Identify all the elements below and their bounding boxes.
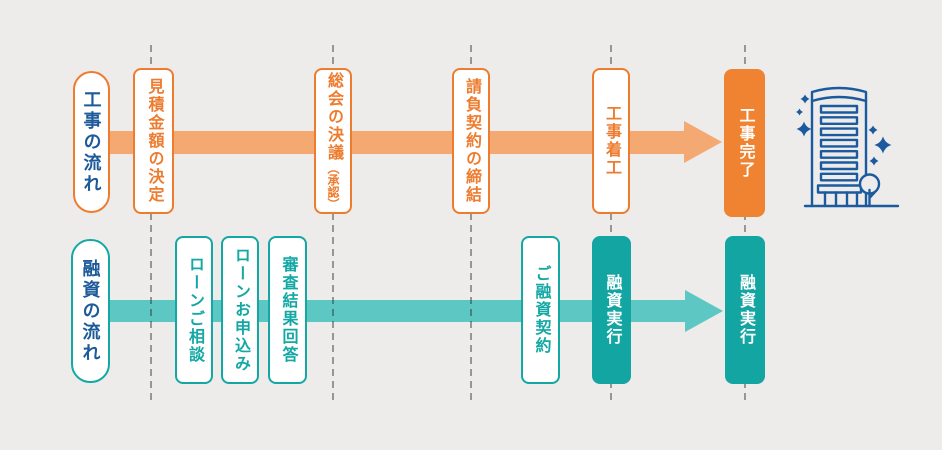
sparkle-icon (796, 94, 892, 166)
construction-flow-title: 工事の流れ (81, 89, 102, 195)
construction-step-label: 工事着工 (603, 105, 620, 177)
finance-step-box: ご融資契約 (521, 236, 560, 384)
construction-flow-arrowhead-icon (684, 121, 722, 163)
finance-step-box-execution-final: 融資実行 (725, 236, 765, 384)
dashed-connector-line (470, 45, 472, 403)
finance-flow-arrowhead-icon (685, 290, 723, 332)
finance-step-label: 審査結果回答 (279, 256, 297, 364)
finance-step-box: ローンご相談 (175, 236, 213, 384)
finance-step-label: ご融資契約 (532, 265, 550, 355)
finance-step-label: 融資実行 (737, 274, 754, 346)
construction-flow-title-pill: 工事の流れ (73, 71, 110, 213)
construction-step-sublabel: （承認） (326, 162, 340, 210)
construction-step-label: 見積金額の決定 (145, 78, 163, 204)
finance-flow-title-pill: 融資の流れ (71, 239, 110, 383)
finance-step-box: ローンお申込み (221, 236, 259, 384)
construction-step-box: 工事着工 (592, 68, 630, 214)
dashed-connector-line (150, 45, 152, 403)
building-outline-icon (803, 86, 900, 208)
dashed-connector-line (744, 45, 746, 403)
finance-step-label: ローンご相談 (186, 256, 203, 364)
dashed-connector-line (332, 45, 334, 403)
construction-step-box: 総会の決議（承認） (314, 68, 352, 214)
construction-flow-arrow (106, 131, 684, 154)
construction-step-label: 工事完了 (736, 107, 754, 179)
building-icon (796, 86, 900, 208)
construction-step-label: 請負契約の締結 (463, 78, 480, 204)
construction-step-box: 見積金額の決定 (133, 68, 174, 214)
finance-step-label: 融資実行 (603, 274, 621, 346)
building-complete-illustration (795, 82, 905, 217)
finance-step-box: 審査結果回答 (268, 236, 307, 384)
finance-step-box-execution: 融資実行 (592, 236, 631, 384)
finance-step-label: ローンお申込み (232, 247, 249, 373)
construction-step-label: 総会の決議 (325, 72, 342, 162)
construction-step-box-final: 工事完了 (724, 69, 765, 217)
construction-step-box: 請負契約の締結 (452, 68, 490, 214)
dashed-connector-line (610, 45, 612, 403)
finance-flow-title: 融資の流れ (80, 258, 101, 364)
tree-icon (858, 173, 881, 208)
